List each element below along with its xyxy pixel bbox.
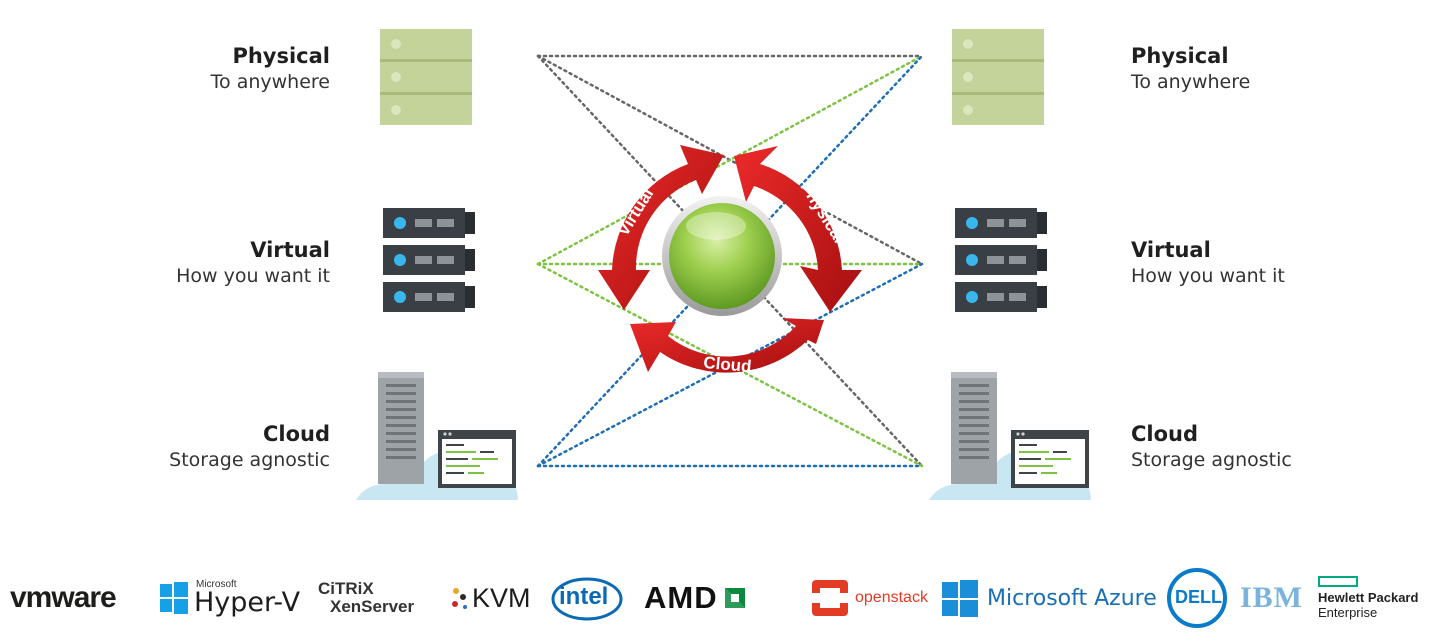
line-virtual-physical xyxy=(536,54,924,266)
hyperv-logo: Microsoft Hyper-V xyxy=(160,568,300,628)
physical-arrow-icon xyxy=(734,146,862,312)
right-physical-label: Physical To anywhere xyxy=(1131,43,1446,95)
citrix-text: CiTRiX xyxy=(318,579,374,598)
left-physical-label: Physical To anywhere xyxy=(0,43,330,95)
left-cloud-title: Cloud xyxy=(262,422,330,446)
openstack-logo: openstack xyxy=(808,568,928,628)
left-physical-title: Physical xyxy=(232,44,330,68)
citrix-xenserver-logo: CiTRiX XenServer xyxy=(318,568,414,628)
dell-logo: DELL xyxy=(1166,568,1228,628)
microsoft-azure-logo: Microsoft Azure xyxy=(942,568,1157,628)
openstack-icon xyxy=(812,580,848,616)
hpe-line2-text: Enterprise xyxy=(1318,605,1378,620)
intel-text: intel xyxy=(559,583,609,610)
left-cloud-label: Cloud Storage agnostic xyxy=(0,421,330,473)
left-cloud-storage-icon xyxy=(356,372,518,500)
ibm-logo: IBM xyxy=(1240,568,1303,628)
intel-logo: intel xyxy=(550,568,624,628)
dell-text: DELL xyxy=(1175,587,1222,607)
kvm-text: KVM xyxy=(472,582,531,613)
xenserver-text: XenServer xyxy=(330,597,415,616)
hpe-line1-text: Hewlett Packard xyxy=(1318,590,1419,605)
azure-text: Microsoft Azure xyxy=(987,585,1157,611)
hpe-logo: Hewlett Packard Enterprise xyxy=(1318,568,1418,628)
right-virtual-subtitle: How you want it xyxy=(1131,265,1285,287)
central-orb-icon xyxy=(662,196,782,316)
amd-text: AMD xyxy=(644,580,718,615)
right-virtual-title: Virtual xyxy=(1131,238,1211,262)
migration-diagram: Virtual Physical Cloud xyxy=(356,29,1091,500)
ibm-text: IBM xyxy=(1240,581,1303,614)
windows-flag-icon xyxy=(942,580,978,617)
hyperv-text: Hyper-V xyxy=(194,587,301,618)
cycle-arrows xyxy=(598,145,862,373)
cloud-arrow-icon xyxy=(630,318,824,373)
left-cloud-subtitle: Storage agnostic xyxy=(169,449,330,471)
virtual-arrow-icon xyxy=(598,145,724,310)
amd-logo: AMD xyxy=(644,568,748,628)
right-virtual-label: Virtual How you want it xyxy=(1131,237,1446,289)
right-physical-server-icon xyxy=(952,29,1044,125)
left-virtual-server-icon xyxy=(383,208,475,312)
cloud-arrow-label: Cloud xyxy=(703,353,753,376)
hyperv-microsoft-text: Microsoft xyxy=(196,579,237,590)
right-virtual-server-icon xyxy=(955,208,1047,312)
left-physical-subtitle: To anywhere xyxy=(210,71,330,93)
right-cloud-storage-icon xyxy=(929,372,1091,500)
dell-ring-icon xyxy=(1167,568,1227,628)
right-cloud-title: Cloud xyxy=(1131,422,1199,446)
left-virtual-subtitle: How you want it xyxy=(176,265,330,287)
right-physical-subtitle: To anywhere xyxy=(1131,71,1251,93)
vmware-logo: vmware xyxy=(10,581,117,614)
right-physical-title: Physical xyxy=(1131,44,1229,68)
left-virtual-title: Virtual xyxy=(250,238,330,262)
openstack-text: openstack xyxy=(855,589,928,606)
left-physical-server-icon xyxy=(380,29,472,125)
intel-swoosh-icon xyxy=(551,577,623,621)
hpe-element-icon xyxy=(1318,576,1358,587)
windows-flag-icon xyxy=(160,582,188,614)
kvm-logo: KVM xyxy=(450,568,531,628)
right-cloud-label: Cloud Storage agnostic xyxy=(1131,421,1446,473)
amd-arrow-icon xyxy=(724,588,745,608)
right-cloud-subtitle: Storage agnostic xyxy=(1131,449,1292,471)
left-virtual-label: Virtual How you want it xyxy=(0,237,330,289)
kvm-penguin-icon xyxy=(452,588,467,609)
